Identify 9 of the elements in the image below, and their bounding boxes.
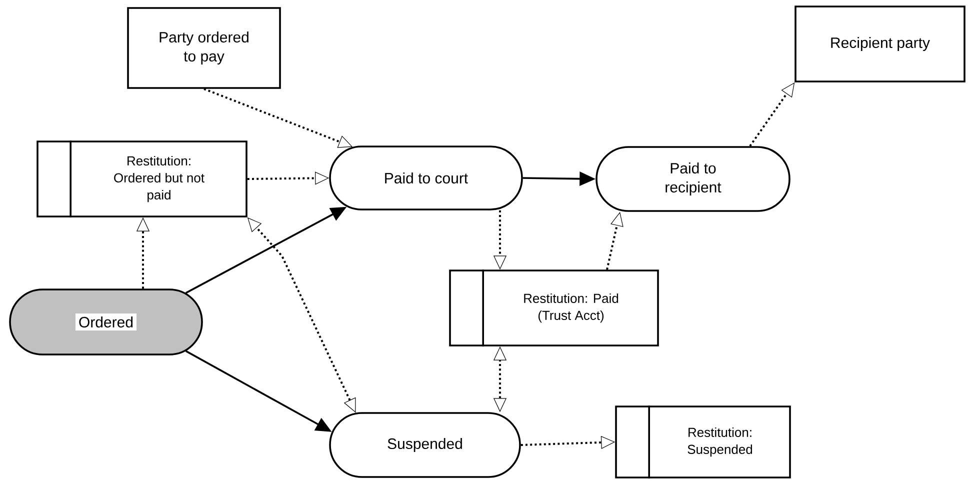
state-box: Restitution: Suspended	[615, 406, 791, 478]
party-box: Party ordered to pay	[127, 7, 281, 89]
state-box: Restitution: Ordered but not paid	[36, 140, 248, 218]
process-pill: Paid to recipient	[596, 146, 790, 212]
process-pill: Suspended	[329, 412, 521, 478]
process-pill: Paid to court	[329, 146, 523, 210]
party-box: Recipient party	[794, 6, 966, 82]
state-box: Restitution: Paid (Trust Acct)	[449, 270, 659, 346]
process-pill: Ordered	[9, 288, 203, 356]
